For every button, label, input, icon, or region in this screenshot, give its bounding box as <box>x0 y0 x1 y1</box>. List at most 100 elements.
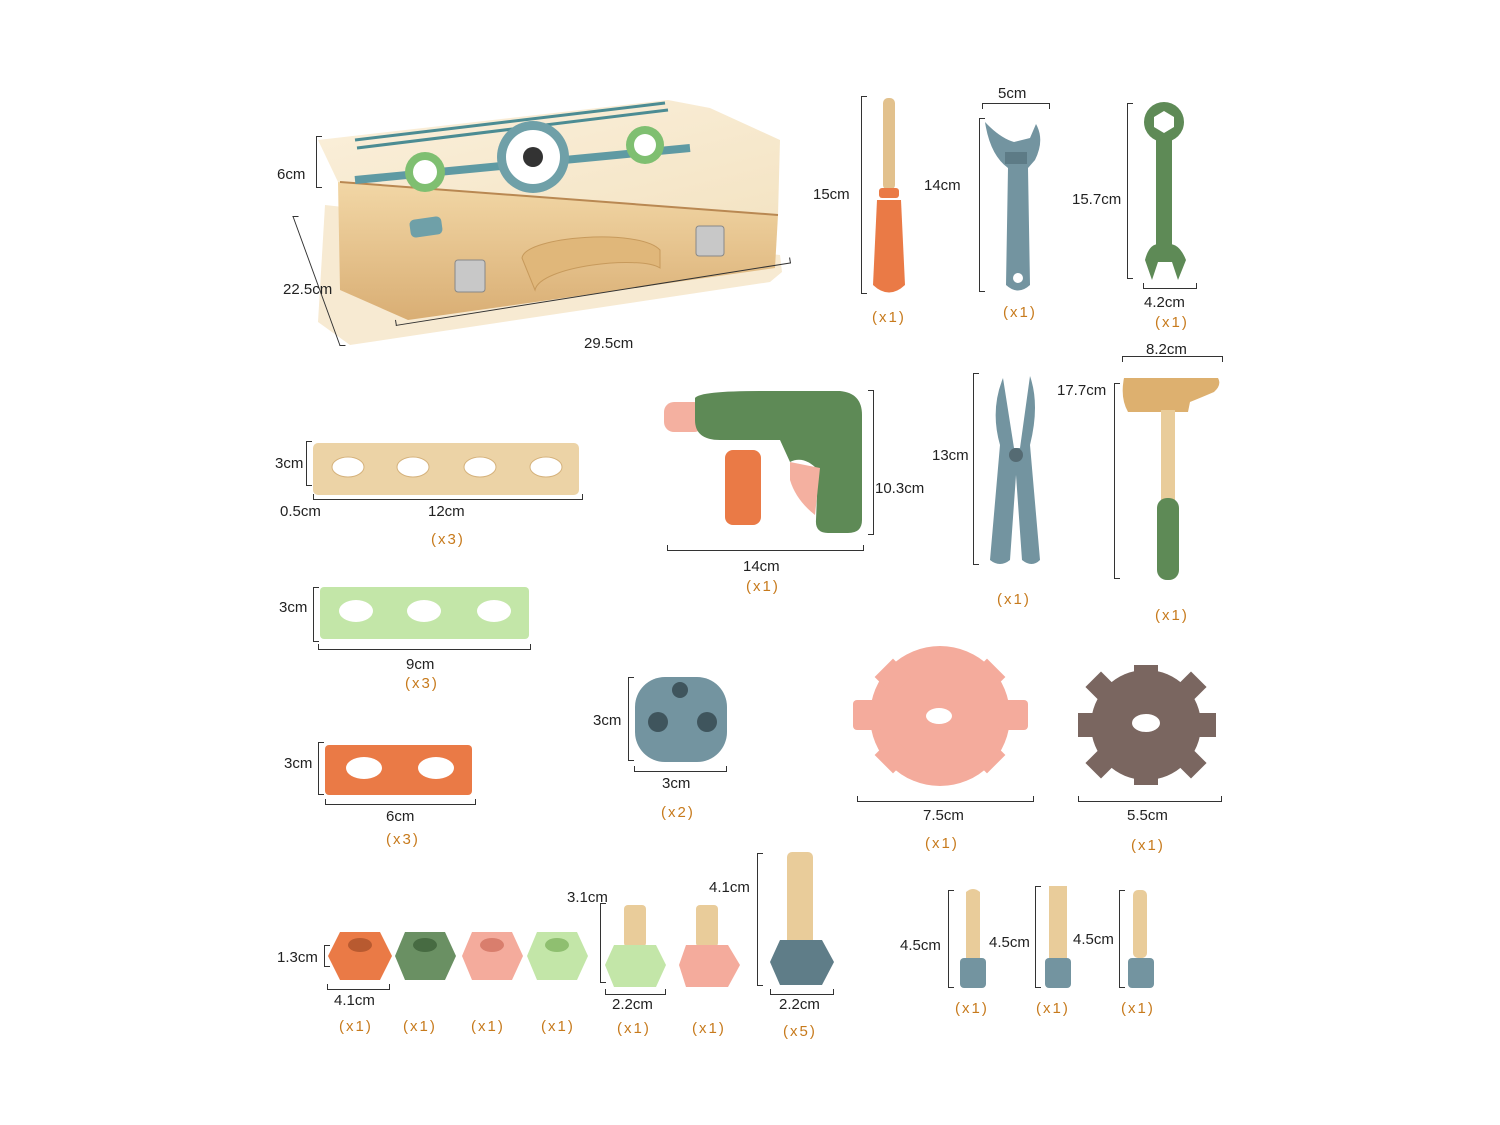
pliers-marker <box>973 373 979 565</box>
toolbox-depth-label: 22.5cm <box>283 281 333 298</box>
bit3-length-label: 4.5cm <box>1073 931 1114 948</box>
hammer-length-marker <box>1114 383 1120 579</box>
drill-height-label: 10.3cm <box>875 480 925 497</box>
spanner-qty: (x1) <box>1155 314 1189 331</box>
long-bolt-width-label: 2.2cm <box>779 996 820 1013</box>
nut1-qty: (x1) <box>339 1018 373 1035</box>
toy-drill-image <box>664 391 862 533</box>
cube-height-marker <box>628 677 634 761</box>
wrench-length-marker <box>979 118 985 292</box>
short-bolt-height-label: 3.1cm <box>567 889 608 906</box>
pink-gear-image <box>853 646 1028 786</box>
short-bolt2-qty: (x1) <box>692 1020 726 1037</box>
orange-plate-height-label: 3cm <box>284 755 313 772</box>
green-plate-image <box>320 587 529 639</box>
pink-gear-marker <box>857 796 1034 802</box>
nut3-qty: (x1) <box>471 1018 505 1035</box>
short-bolt-width-label: 2.2cm <box>612 996 653 1013</box>
nut2-qty: (x1) <box>403 1018 437 1035</box>
toolbox-width-label: 29.5cm <box>584 335 634 352</box>
green-plate-height-marker <box>313 587 319 642</box>
green-plate-height-label: 3cm <box>279 599 308 616</box>
green-plate-qty: (x3) <box>405 675 439 692</box>
drill-width-marker <box>667 545 864 551</box>
toolbox-height-marker <box>316 136 322 188</box>
hammer-width-label: 8.2cm <box>1146 341 1187 358</box>
brown-gear-marker <box>1078 796 1222 802</box>
wrench-length-label: 14cm <box>924 177 961 194</box>
spanner-width-label: 4.2cm <box>1144 294 1185 311</box>
adjustable-wrench-image <box>985 122 1041 291</box>
toolbox-height-label: 6cm <box>277 166 306 183</box>
wooden-toolbox <box>318 100 782 345</box>
short-bolt-height-marker <box>600 903 606 983</box>
pink-gear-qty: (x1) <box>925 835 959 852</box>
spanner-length-marker <box>1127 103 1133 279</box>
wrench-qty: (x1) <box>1003 304 1037 321</box>
orange-plate-qty: (x3) <box>386 831 420 848</box>
bit3-qty: (x1) <box>1121 1000 1155 1017</box>
nut-height-marker <box>324 945 330 967</box>
pliers-qty: (x1) <box>997 591 1031 608</box>
wrench-width-label: 5cm <box>998 85 1027 102</box>
orange-plate-image <box>325 745 472 795</box>
hammer-qty: (x1) <box>1155 607 1189 624</box>
wrench-width-marker <box>982 103 1050 109</box>
hammer-width-marker <box>1122 356 1223 362</box>
screwdriver-image <box>873 98 905 293</box>
nut-width-marker <box>327 984 390 990</box>
pliers-length-label: 13cm <box>932 447 969 464</box>
connector-cube-image <box>635 677 727 762</box>
orange-plate-length-marker <box>325 799 476 805</box>
drill-qty: (x1) <box>746 578 780 595</box>
pliers-image <box>990 376 1040 564</box>
nut-width-label: 4.1cm <box>334 992 375 1009</box>
bit3-marker <box>1119 890 1125 988</box>
hammer-image <box>1122 378 1220 580</box>
nuts-image <box>328 932 588 980</box>
short-bolt-width-marker <box>605 989 666 995</box>
cube-width-label: 3cm <box>662 775 691 792</box>
wood-plate-thickness-label: 0.5cm <box>280 503 321 520</box>
screwdriver-marker <box>861 96 867 294</box>
bit2-marker <box>1035 886 1041 988</box>
spanner-image <box>1144 102 1186 280</box>
screw-bits-image <box>960 886 1154 988</box>
bit1-length-label: 4.5cm <box>900 937 941 954</box>
nut-height-label: 1.3cm <box>277 949 318 966</box>
wood-plate-height-marker <box>306 441 312 486</box>
spanner-length-label: 15.7cm <box>1072 191 1122 208</box>
bit2-length-label: 4.5cm <box>989 934 1030 951</box>
bit1-marker <box>948 890 954 988</box>
long-bolt-qty: (x5) <box>783 1023 817 1040</box>
wood-plate-qty: (x3) <box>431 531 465 548</box>
drill-width-label: 14cm <box>743 558 780 575</box>
wood-plate-length-marker <box>313 494 583 500</box>
brown-gear-qty: (x1) <box>1131 837 1165 854</box>
drill-height-marker <box>868 390 874 535</box>
bit2-qty: (x1) <box>1036 1000 1070 1017</box>
wood-plate-length-label: 12cm <box>428 503 465 520</box>
screwdriver-length-label: 15cm <box>813 186 850 203</box>
wood-plate-image <box>313 443 579 495</box>
wood-plate-height-label: 3cm <box>275 455 304 472</box>
green-plate-length-marker <box>318 644 531 650</box>
long-bolt-height-label: 4.1cm <box>709 879 750 896</box>
nut4-qty: (x1) <box>541 1018 575 1035</box>
long-bolt-width-marker <box>770 989 834 995</box>
long-bolt-image <box>770 852 834 985</box>
cube-width-marker <box>634 766 727 772</box>
long-bolt-height-marker <box>757 853 763 986</box>
pink-gear-label: 7.5cm <box>923 807 964 824</box>
short-bolt1-qty: (x1) <box>617 1020 651 1037</box>
orange-plate-length-label: 6cm <box>386 808 415 825</box>
hammer-length-label: 17.7cm <box>1057 382 1107 399</box>
short-bolts-image <box>605 905 740 987</box>
orange-plate-height-marker <box>318 742 324 795</box>
brown-gear-label: 5.5cm <box>1127 807 1168 824</box>
spanner-width-marker <box>1143 283 1197 289</box>
bit1-qty: (x1) <box>955 1000 989 1017</box>
cube-qty: (x2) <box>661 804 695 821</box>
screwdriver-qty: (x1) <box>872 309 906 326</box>
